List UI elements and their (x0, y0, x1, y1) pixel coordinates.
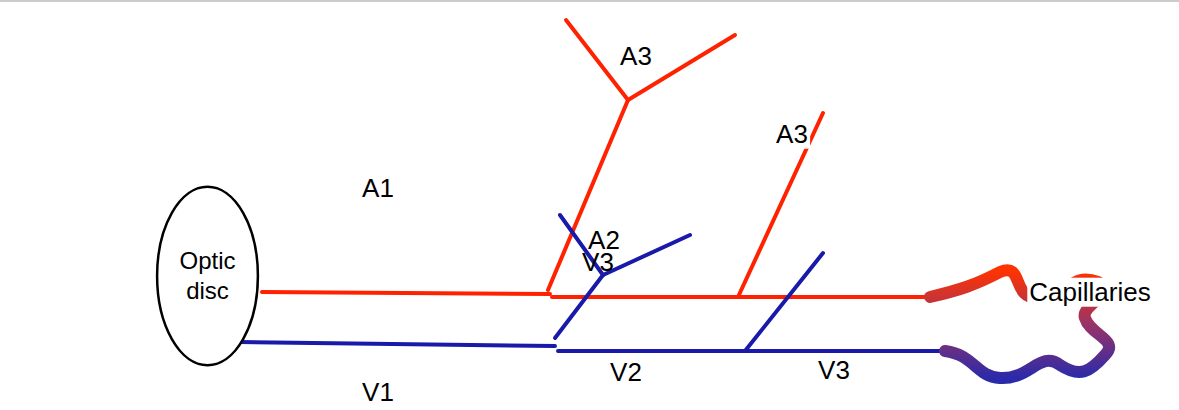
vessel-label: V3 (580, 248, 616, 277)
vessel-label: V1 (360, 378, 396, 407)
optic-disc: Optic disc (155, 185, 260, 367)
artery-tree (262, 20, 935, 297)
top-rule (0, 0, 1179, 2)
vessel-label: A3 (618, 42, 654, 71)
ellipse-outline (155, 185, 260, 367)
vessel-label: A1 (360, 174, 396, 203)
vessel-label: V3 (816, 356, 852, 385)
node-label: Optic disc (172, 246, 244, 306)
vessel-label: A3 (774, 120, 810, 149)
vessel-label: V2 (608, 358, 644, 387)
vein-tree (240, 215, 945, 351)
vessel-label: Capillaries (1027, 278, 1152, 307)
